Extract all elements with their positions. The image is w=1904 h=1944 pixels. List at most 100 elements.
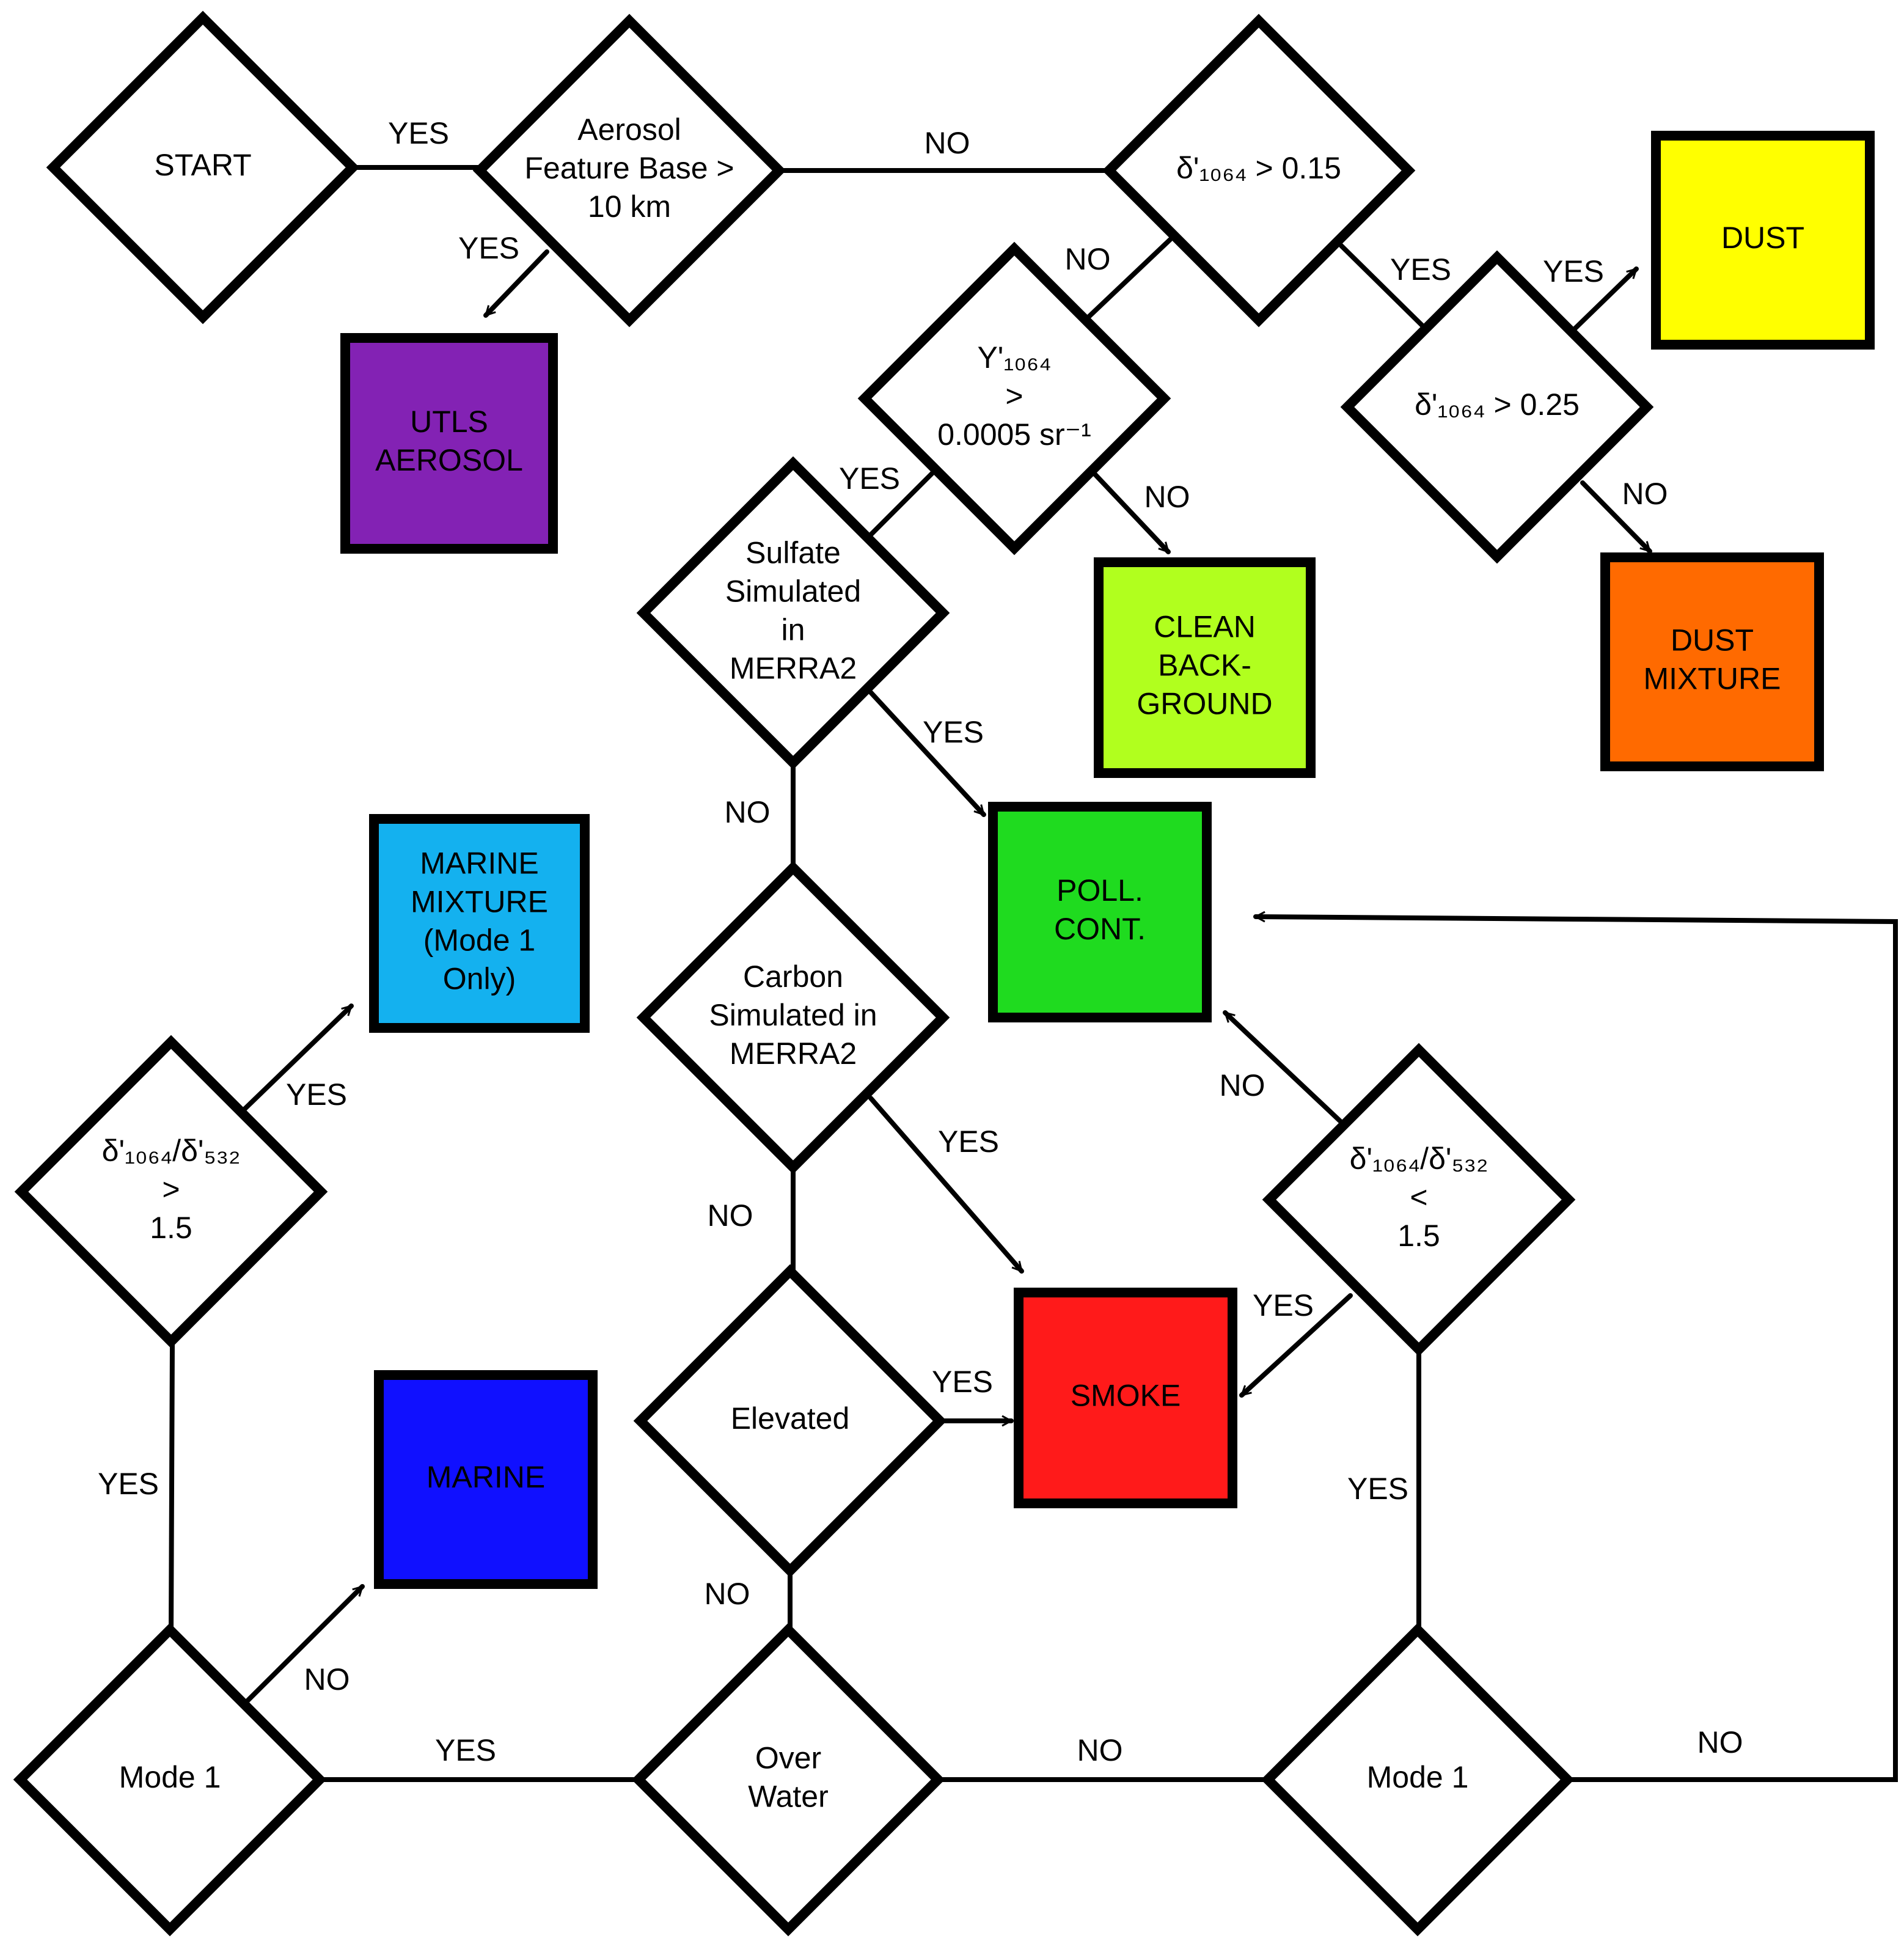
diamond-shape: [631, 1623, 945, 1937]
node-text-line: >: [1005, 379, 1023, 413]
diamond-shape: [636, 860, 950, 1175]
node-text-line: Elevated: [731, 1401, 850, 1436]
node-text-line: START: [154, 148, 251, 182]
diamond-shape: [857, 241, 1171, 556]
edge-gamma-to-sulfate: [865, 468, 937, 540]
box-shape: [1600, 552, 1824, 771]
edge-label-carbon-to-elevated: NO: [708, 1198, 753, 1233]
edge-label-mode1left-to-ratiogt: YES: [98, 1467, 159, 1501]
edge-label-water-to-mode1left: YES: [435, 1733, 496, 1767]
node-text-line: MARINE: [427, 1460, 545, 1494]
node-text-line: AEROSOL: [375, 443, 523, 477]
node-text-line: Over: [755, 1741, 821, 1775]
decision-ratio-lt: δ'₁₀₆₄/δ'₅₃₂<1.5: [1262, 1043, 1576, 1357]
node-text-line: DUST: [1671, 623, 1754, 658]
node-text-line: CLEAN: [1154, 610, 1256, 644]
diamond-shape: [1340, 250, 1654, 564]
node-text-line: BACK-: [1158, 648, 1251, 683]
node-text-line: δ'₁₀₆₄/δ'₅₃₂: [102, 1134, 241, 1168]
box-utls: UTLS AEROSOL: [340, 333, 558, 554]
node-text-line: MERRA2: [730, 651, 857, 686]
node-text-line: MERRA2: [730, 1036, 857, 1071]
edge-label-mode1right-to-poll: NO: [1697, 1725, 1743, 1759]
box-poll: POLL. CONT.: [988, 802, 1212, 1022]
diamond-shape: [472, 13, 786, 328]
node-text-line: UTLS: [410, 405, 488, 439]
node-text-line: GROUND: [1137, 687, 1272, 721]
decision-depol-015: δ'₁₀₆₄ > 0.15: [1102, 13, 1416, 328]
edge-label-elevated-to-water: NO: [705, 1577, 750, 1611]
edge-label-base-to-utls: YES: [458, 231, 519, 265]
node-text-line: Only): [443, 962, 516, 996]
edge-sulfate-to-poll: [868, 690, 986, 817]
decision-elevated: Elevated: [633, 1264, 947, 1578]
edge-depol015-to-depol025: [1339, 243, 1426, 329]
box-shape: [1014, 1288, 1237, 1508]
edge-label-base-to-depol015: NO: [925, 126, 970, 160]
decision-depol-025: δ'₁₀₆₄ > 0.25: [1340, 250, 1654, 564]
edge-mode1left-to-marine: [244, 1584, 365, 1704]
edge-label-sulfate-to-poll: YES: [923, 715, 984, 749]
node-text-line: <: [1410, 1180, 1427, 1214]
diamond-shape: [636, 456, 950, 770]
decision-start: START: [46, 10, 360, 325]
edge-label-mode1right-to-ratiolt: YES: [1347, 1472, 1408, 1506]
diamond-shape: [14, 1035, 328, 1349]
edges-layer: [169, 165, 1898, 1782]
node-text-line: δ'₁₀₆₄ > 0.25: [1415, 387, 1580, 422]
node-text-line: Sulfate: [745, 536, 841, 570]
box-smoke: SMOKE: [1014, 1288, 1237, 1508]
node-text-line: Simulated in: [709, 998, 877, 1032]
edge-label-elevated-to-smoke: YES: [932, 1365, 993, 1399]
decision-mode1-right: Mode 1: [1261, 1623, 1575, 1937]
edge-depol025-to-dustmix: [1580, 480, 1652, 554]
diamond-shape: [46, 10, 360, 325]
edge-ratiolt-to-poll: [1223, 1010, 1345, 1126]
box-marine: MARINE: [374, 1370, 598, 1589]
box-shape: [340, 333, 558, 554]
edge-depol025-to-dust: [1571, 266, 1639, 332]
box-shape: [1651, 131, 1875, 350]
edge-label-depol025-to-dust: YES: [1543, 254, 1604, 288]
edge-depol015-to-gamma: [1085, 237, 1173, 320]
node-text-line: δ'₁₀₆₄/δ'₅₃₂: [1350, 1142, 1488, 1176]
edge-label-depol025-to-dustmix: NO: [1622, 477, 1668, 511]
edge-label-sulfate-to-carbon: NO: [725, 795, 771, 829]
node-text-line: in: [782, 613, 805, 647]
decision-gamma: Y'₁₀₆₄>0.0005 sr⁻¹: [857, 241, 1171, 556]
node-text-line: DUST: [1721, 221, 1804, 255]
node-text-line: 0.0005 sr⁻¹: [937, 417, 1091, 452]
node-text-line: MIXTURE: [411, 885, 548, 919]
diamond-shape: [13, 1623, 327, 1937]
edge-label-ratiolt-to-poll: NO: [1220, 1068, 1265, 1102]
node-text-line: Water: [748, 1780, 829, 1814]
edge-label-water-to-mode1right: NO: [1077, 1733, 1123, 1767]
edge-ratiogt-to-marinemix: [242, 1003, 354, 1112]
box-shape: [988, 802, 1212, 1022]
edge-label-ratiolt-to-smoke: YES: [1253, 1288, 1314, 1322]
node-text-line: MARINE: [420, 846, 538, 881]
node-text-line: 1.5: [150, 1211, 192, 1245]
diamond-shape: [1261, 1623, 1575, 1937]
edge-gamma-to-clean: [1091, 471, 1171, 554]
edge-mode1right-to-poll: [1253, 917, 1898, 1782]
diamond-shape: [633, 1264, 947, 1578]
edge-ratiolt-to-smoke: [1239, 1293, 1353, 1398]
edge-label-carbon-to-smoke: YES: [938, 1124, 999, 1159]
edge-label-start-to-base: YES: [388, 116, 449, 150]
edge-label-gamma-to-sulfate: YES: [839, 461, 900, 496]
edge-label-ratiogt-to-marinemix: YES: [286, 1077, 347, 1112]
edge-label-gamma-to-clean: NO: [1144, 480, 1190, 514]
decision-mode1-left: Mode 1: [13, 1623, 327, 1937]
box-dust: DUST: [1651, 131, 1875, 350]
node-text-line: Aerosol: [577, 112, 681, 147]
node-text-line: CONT.: [1054, 912, 1146, 946]
node-text-line: POLL.: [1056, 873, 1143, 908]
